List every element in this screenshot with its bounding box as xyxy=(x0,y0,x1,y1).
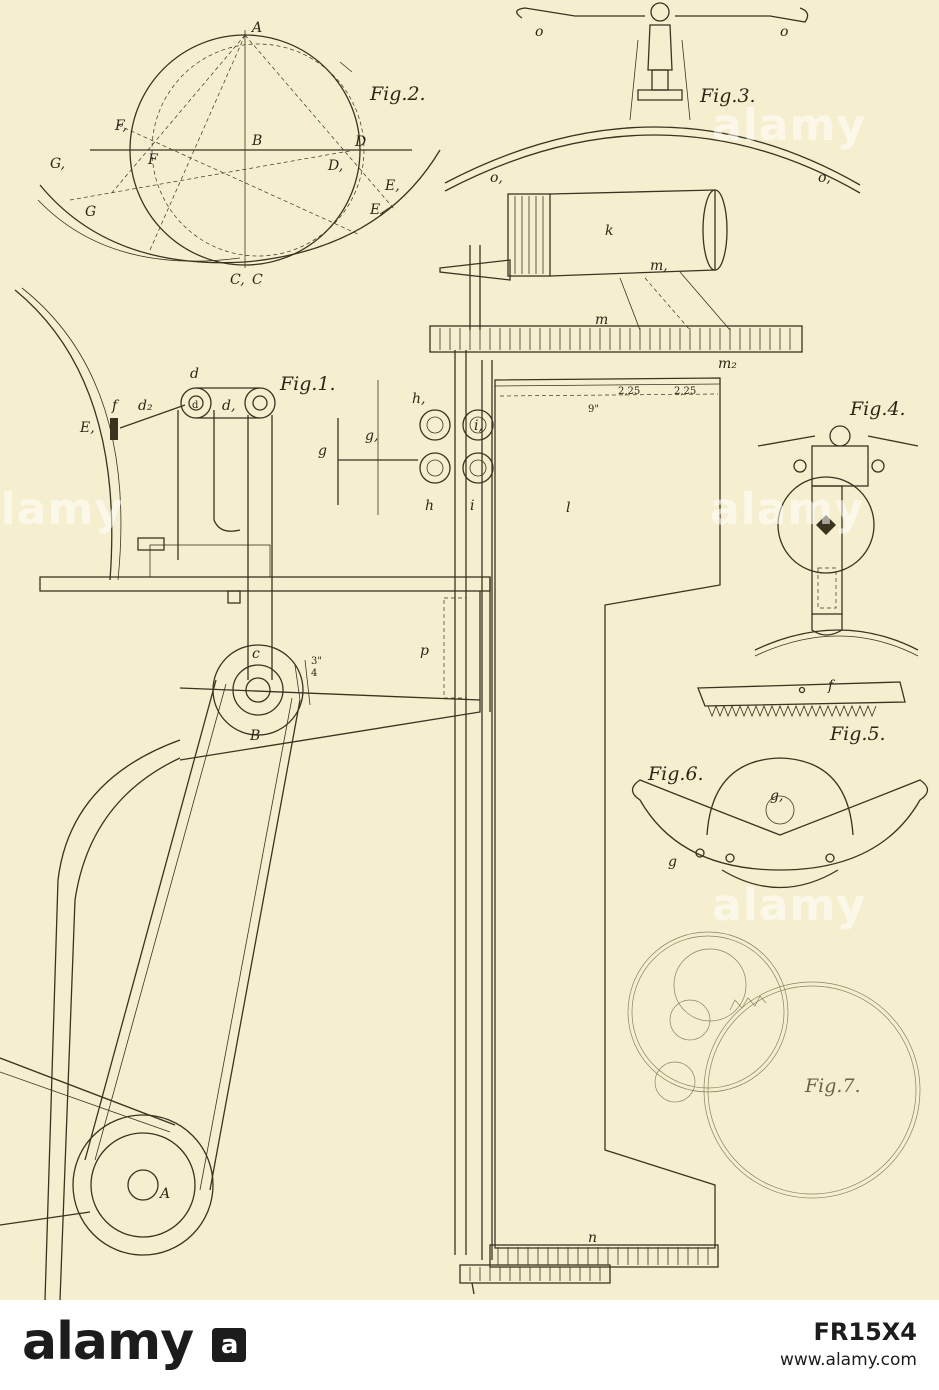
fig3-label-m: m xyxy=(595,312,608,328)
fig3-diagram: o o o, o, Fig.3. xyxy=(444,2,861,194)
fig3-label-o1-left: o, xyxy=(490,170,503,186)
fig1-label-n: n xyxy=(588,1230,597,1246)
fig1-label-l: l xyxy=(566,500,570,516)
fig2-label-F1: F, xyxy=(114,118,127,134)
fig7-diagram: Fig.7. xyxy=(627,931,921,1199)
fig1-label-B: B xyxy=(249,728,260,744)
fig1-label-g1: g, xyxy=(365,428,378,444)
fig1-label-h1: h, xyxy=(412,391,425,407)
fig4-diagram: Fig.4. xyxy=(754,398,919,657)
fig3-label-m1: m, xyxy=(650,258,668,274)
fig1-label-E1: E, xyxy=(79,420,95,436)
fig5-title: Fig.5. xyxy=(829,723,886,745)
logo-mark-icon: a xyxy=(212,1328,247,1362)
fig2-label-D1: D, xyxy=(327,158,343,174)
fig2-title: Fig.2. xyxy=(369,83,426,105)
site-link[interactable]: www.alamy.com xyxy=(779,1350,917,1370)
fig3-label-o-right: o xyxy=(780,24,788,40)
footer-info: FR15X4 www.alamy.com xyxy=(780,1318,917,1370)
fig2-label-A: A xyxy=(250,20,262,36)
fig5-label-f: f xyxy=(827,678,836,694)
fig1-label-A: A xyxy=(158,1186,170,1202)
fig6-label-g: g xyxy=(668,854,677,870)
fig3-label-o-left: o xyxy=(535,24,543,40)
alamy-logo[interactable]: alamy a xyxy=(22,1312,247,1372)
dimension-left: 2,25 xyxy=(618,386,640,397)
fig2-label-C1: C, xyxy=(230,272,245,288)
fig2-label-G1: G, xyxy=(50,156,65,172)
fig2-label-E: E, xyxy=(384,178,400,194)
fig6-title: Fig.6. xyxy=(647,763,704,785)
image-id: FR15X4 xyxy=(813,1318,917,1346)
fig4-title: Fig.4. xyxy=(849,398,906,420)
fig3-title: Fig.3. xyxy=(699,85,756,107)
fig2-label-F: F xyxy=(147,152,159,168)
footer-logo-text: alamy xyxy=(22,1312,194,1372)
fig1-label-i1: i, xyxy=(474,418,483,434)
fig1-label-d2: d₂ xyxy=(138,398,153,414)
fig3-label-m2: m₂ xyxy=(718,356,737,372)
drum-assembly: k m, m m₂ xyxy=(429,189,803,372)
fig1-label-h: h xyxy=(425,498,434,514)
fig1-label-i: i xyxy=(470,498,474,514)
fig1-label-d1: d, xyxy=(222,398,235,414)
fig1-label-d-pin: d xyxy=(192,400,199,411)
fig6-diagram: Fig.6. g, g xyxy=(631,757,929,889)
fig5-diagram: f Fig.5. xyxy=(697,678,906,745)
fig1-label-c: c xyxy=(252,646,260,662)
fig3-label-k: k xyxy=(605,223,613,239)
dimension-right: 2,25 xyxy=(674,386,696,397)
fig2-diagram: A Fig.2. B D D, E, E, F, F G, G C, C xyxy=(37,20,441,288)
fig2-label-D: D xyxy=(354,134,366,150)
fig1-label-f: f xyxy=(111,398,120,414)
stock-footer: alamy a FR15X4 www.alamy.com xyxy=(0,1300,939,1390)
technical-drawing: A Fig.2. B D D, E, E, F, F G, G C, C o o… xyxy=(0,2,929,1300)
dimension-frac: 3" xyxy=(311,656,322,667)
dimension-nine: 9" xyxy=(588,404,599,415)
fig7-title: Fig.7. xyxy=(804,1075,861,1097)
dimension-frac-den: 4 xyxy=(311,668,317,679)
fig2-label-C: C xyxy=(252,272,263,288)
fig1-title: Fig.1. xyxy=(279,373,336,395)
fig1-label-g: g xyxy=(318,443,327,459)
fig2-label-E1: E, xyxy=(369,202,385,218)
fig6-label-g1: g, xyxy=(770,788,783,804)
fig2-label-G: G xyxy=(85,204,96,220)
fig1-label-d: d xyxy=(190,366,199,382)
fig1-label-p: p xyxy=(420,643,429,659)
fig3-label-o1-right: o, xyxy=(818,170,831,186)
fig1-diagram: Fig.1. d d d, d₂ f E, c B A g g, h h, i … xyxy=(0,287,721,1300)
fig2-label-B: B xyxy=(251,133,262,149)
engraving-plate: A Fig.2. B D D, E, E, F, F G, G C, C o o… xyxy=(0,0,939,1300)
